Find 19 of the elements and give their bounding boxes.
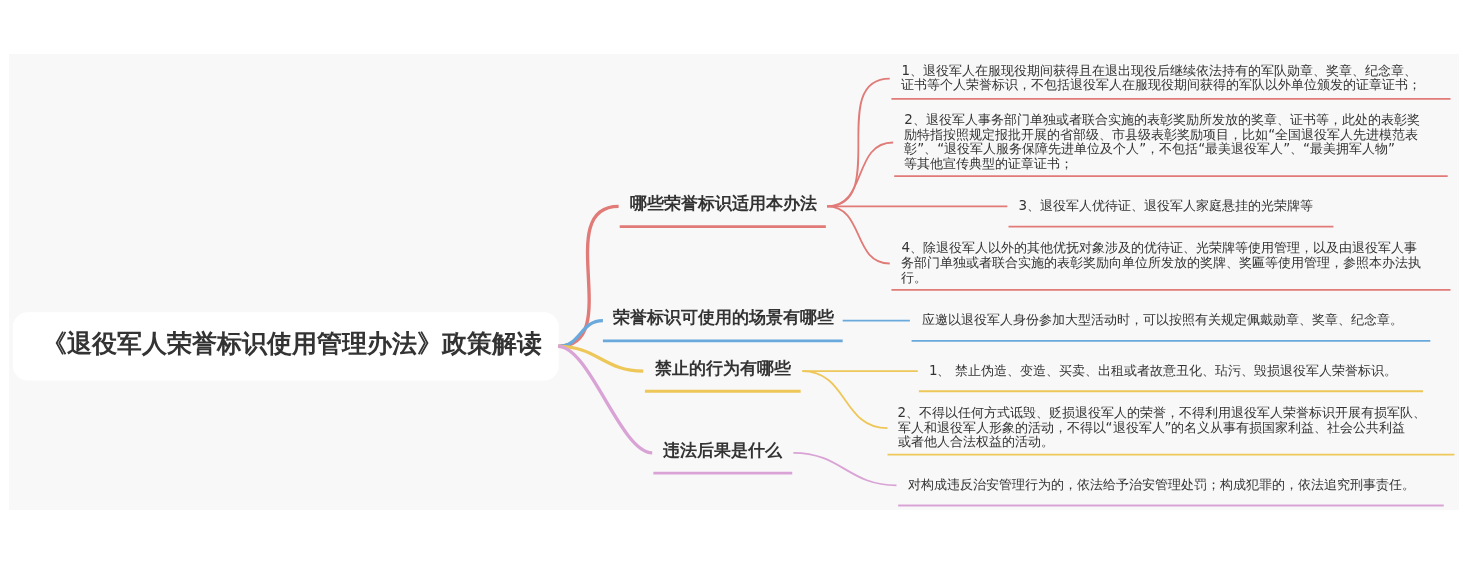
connector xyxy=(801,370,889,430)
node-text: 对构成违反治安管理行为的，依法给予治安管理处罚；构成犯罪的，依法追究刑事责任。 xyxy=(908,476,1416,492)
node-text: 2、不得以任何方式诋毁、贬损退役军人的荣誉，不得利用退役军人荣誉标识开展有损军队、军人和退役军人形象的活动，不得以“退役军人”的名义从事有损国家利益、社会公共利益或者他人合法权益的活动。 xyxy=(897,405,1427,450)
node-text: 1、退役军人在服现役期间获得且在退出现役后继续依法持有的军队勋章、奖章、纪念章、证书等个人荣誉标识，不包括退役军人在服现役期间获得的军队以外单位颁发的证章证书； xyxy=(901,62,1422,93)
node-text: 2、退役军人事务部门单独或者联合实施的表彰奖励所发放的奖章、证书等，此处的表彰奖励特指按照规定报批开展的省部级、市县级表彰奖励项目，比如“全国退役军人先进模范表彰”、“退役军人服务保障先进单位及个人”，不包括“最美退役军人”、“最美拥军人物”等其他宣传典型的证章证书； xyxy=(904,112,1420,171)
node-text: 禁止的行为有哪些 xyxy=(655,357,792,378)
connector xyxy=(792,451,898,487)
connector xyxy=(557,344,653,455)
node-text: 4、除退役军人以外的其他优抚对象涉及的优待证、光荣牌等使用管理，以及由退役军人事务部门单独或者联合实施的表彰奖励向单位所发放的奖牌、奖匾等使用管理，参照本办法执行。 xyxy=(901,240,1422,285)
connector xyxy=(826,205,1009,208)
connector xyxy=(826,205,891,265)
connector xyxy=(841,319,911,322)
node-text: 应邀以退役军人身份参加大型活动时，可以按照有关规定佩戴勋章、奖章、纪念章。 xyxy=(921,312,1403,328)
node-text: 哪些荣誉标识适用本办法 xyxy=(629,193,817,214)
node-text: 荣誉标识可使用的场景有哪些 xyxy=(613,307,834,328)
node-box: 《退役军人荣誉标识使用管理办法》政策解读 xyxy=(13,312,559,381)
node-text: 违法后果是什么 xyxy=(663,439,783,460)
node-text: 3、退役军人优待证、退役军人家庭悬挂的光荣牌等 xyxy=(1018,197,1314,213)
node-text: 1、 禁止伪造、变造、买卖、出租或者故意丑化、玷污、毁损退役军人荣誉标识。 xyxy=(928,362,1397,378)
